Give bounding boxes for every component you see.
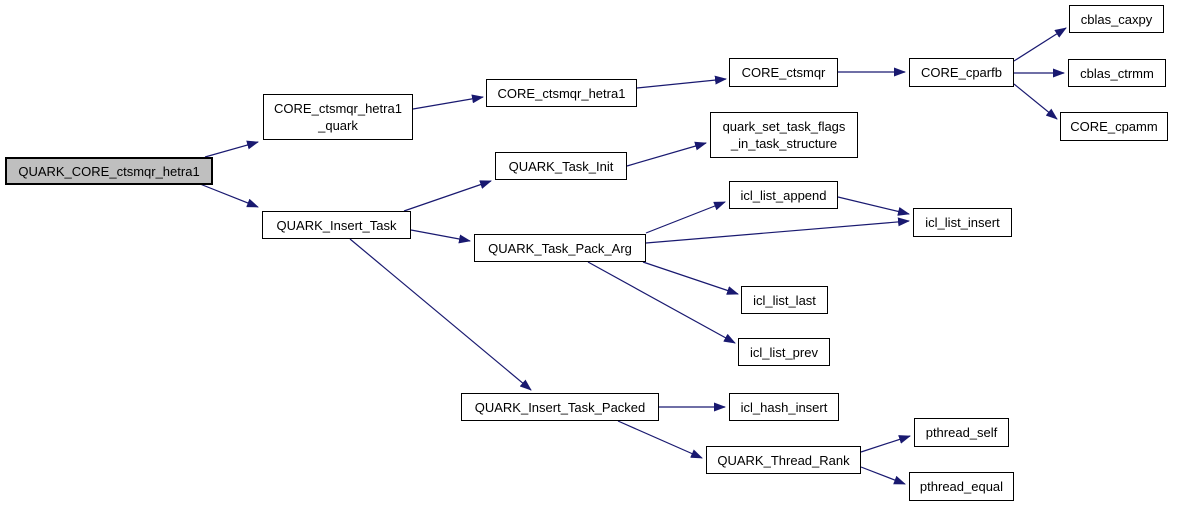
node-icl_list_prev[interactable]: icl_list_prev <box>738 338 830 366</box>
node-core_cparfb[interactable]: CORE_cparfb <box>909 58 1014 87</box>
node-icl_list_append[interactable]: icl_list_append <box>729 181 838 209</box>
edge-quark_insert_task-quark_task_init <box>403 180 492 212</box>
edge-quark_thread_rank-pthread_self <box>860 435 911 453</box>
node-icl_list_insert[interactable]: icl_list_insert <box>913 208 1012 237</box>
node-icl_hash_insert[interactable]: icl_hash_insert <box>729 393 839 421</box>
node-quark_thread_rank[interactable]: QUARK_Thread_Rank <box>706 446 861 474</box>
edge-quark_core_ctsmqr_hetra1-core_ctsmqr_hetra1_quark <box>204 140 259 158</box>
node-quark_task_pack_arg[interactable]: QUARK_Task_Pack_Arg <box>474 234 646 262</box>
edge-quark_task_pack_arg-icl_list_append <box>645 201 726 234</box>
node-icl_list_last[interactable]: icl_list_last <box>741 286 828 314</box>
edge-core_ctsmqr_hetra1_quark-core_ctsmqr_hetra1 <box>412 94 484 110</box>
node-pthread_self[interactable]: pthread_self <box>914 418 1009 447</box>
edge-core_ctsmqr_hetra1-core_ctsmqr <box>636 75 727 89</box>
edge-quark_core_ctsmqr_hetra1-quark_insert_task <box>199 183 259 208</box>
node-core_cpamm[interactable]: CORE_cpamm <box>1060 112 1168 141</box>
edge-icl_list_append-icl_list_insert <box>837 196 910 216</box>
node-quark_insert_task[interactable]: QUARK_Insert_Task <box>262 211 411 239</box>
edge-quark_insert_task_packed-quark_thread_rank <box>617 420 703 459</box>
node-quark_task_init[interactable]: QUARK_Task_Init <box>495 152 627 180</box>
node-cblas_caxpy[interactable]: cblas_caxpy <box>1069 5 1164 33</box>
edge-quark_thread_rank-pthread_equal <box>860 466 906 485</box>
node-quark_core_ctsmqr_hetra1: QUARK_CORE_ctsmqr_hetra1 <box>5 157 213 185</box>
node-quark_set_task_flags_in_task_structure[interactable]: quark_set_task_flags _in_task_structure <box>710 112 858 158</box>
node-core_ctsmqr_hetra1_quark[interactable]: CORE_ctsmqr_hetra1 _quark <box>263 94 413 140</box>
edge-quark_task_init-quark_set_task_flags_in_task_structure <box>626 141 707 167</box>
edge-core_cparfb-cblas_caxpy <box>1013 27 1067 62</box>
edge-quark_insert_task-quark_insert_task_packed <box>349 238 532 391</box>
node-pthread_equal[interactable]: pthread_equal <box>909 472 1014 501</box>
edge-quark_task_pack_arg-icl_list_last <box>642 261 739 295</box>
node-core_ctsmqr_hetra1[interactable]: CORE_ctsmqr_hetra1 <box>486 79 637 107</box>
node-cblas_ctrmm[interactable]: cblas_ctrmm <box>1068 59 1166 87</box>
edge-core_cparfb-core_cpamm <box>1013 83 1058 120</box>
edge-quark_task_pack_arg-icl_list_prev <box>587 261 736 344</box>
node-quark_insert_task_packed[interactable]: QUARK_Insert_Task_Packed <box>461 393 659 421</box>
edge-quark_insert_task-quark_task_pack_arg <box>410 229 471 244</box>
node-core_ctsmqr[interactable]: CORE_ctsmqr <box>729 58 838 87</box>
edge-quark_task_pack_arg-icl_list_insert <box>645 217 910 244</box>
